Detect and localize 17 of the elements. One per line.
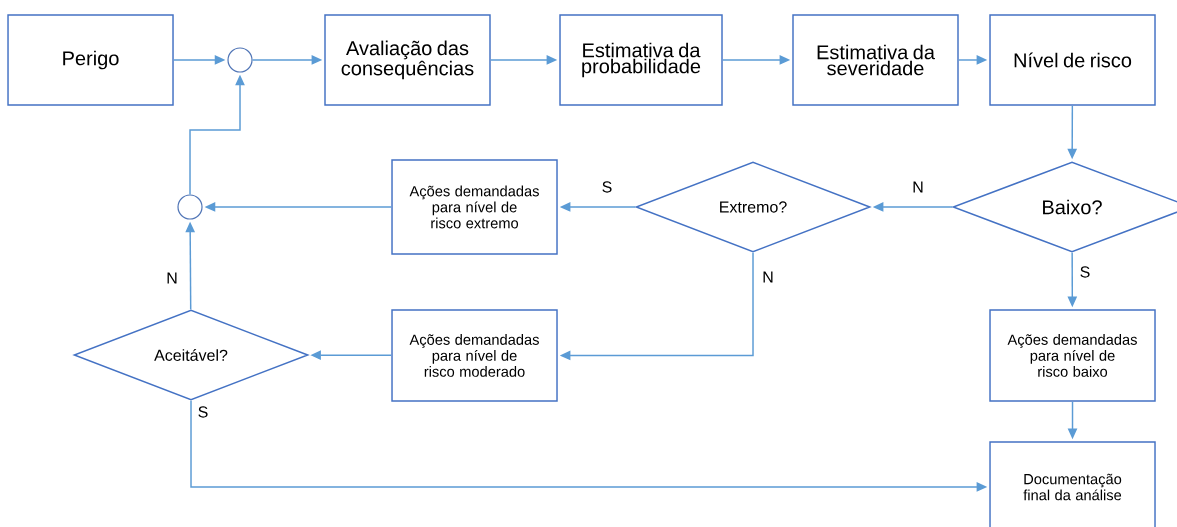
process-box: Ações demandadas para nível de risco moderado xyxy=(391,309,558,402)
junction-circle xyxy=(227,47,253,73)
process-box: Estimativa da severidade xyxy=(792,14,959,106)
process-box: Ações demandadas para nível de risco baixo xyxy=(989,309,1156,402)
edge-label: N xyxy=(910,180,926,194)
process-box: Documentação final da análise xyxy=(989,441,1156,527)
edge-label: S xyxy=(600,180,614,194)
process-box: Perigo xyxy=(7,14,174,106)
edge-label: N xyxy=(760,270,776,284)
edge-label: N xyxy=(164,271,180,285)
junction-circle xyxy=(177,194,203,220)
edge-label: S xyxy=(196,405,210,419)
process-box: Ações demandadas para nível de risco extremo xyxy=(391,159,558,255)
edge-label: S xyxy=(1078,265,1092,279)
process-box: Estimativa da probabilidade xyxy=(559,14,723,106)
process-box: Nível de risco xyxy=(989,14,1156,106)
process-box: Avaliação das consequências xyxy=(324,14,491,106)
